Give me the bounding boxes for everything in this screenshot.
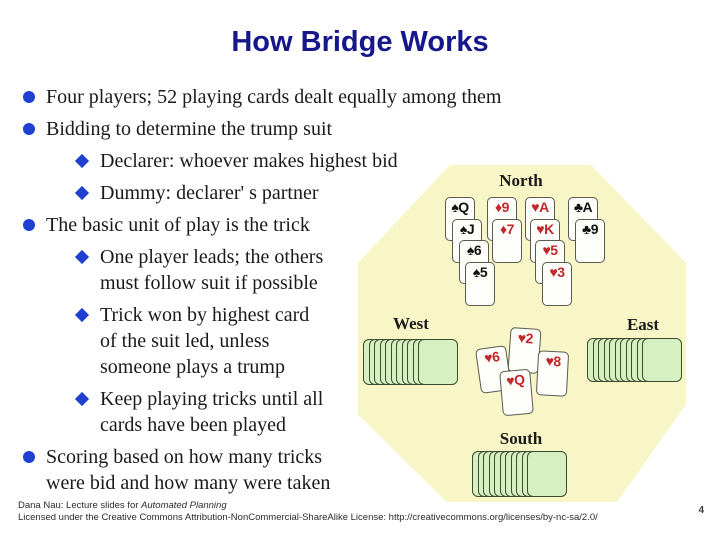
bullet-text: Declarer: whoever makes highest bid xyxy=(100,150,398,172)
card-label: ♥3 xyxy=(549,264,565,280)
card-label: ♥Q xyxy=(505,371,526,389)
page-number: 4 xyxy=(698,505,704,516)
footer-attribution: Dana Nau: Lecture slides for Automated P… xyxy=(18,500,658,524)
card-stack-south xyxy=(472,451,567,497)
bullet-text: Bidding to determine the trump suit xyxy=(46,118,333,140)
circle-bullet-icon xyxy=(23,91,35,103)
diamond-bullet-icon xyxy=(74,249,90,265)
card-stack-west xyxy=(363,339,465,385)
seat-label-west: West xyxy=(393,314,429,333)
face-down-card xyxy=(418,339,458,385)
footer-line1-prefix: Dana Nau: Lecture slides for xyxy=(18,500,142,511)
sub-bullet-item: Declarer: whoever makes highest bid xyxy=(20,148,420,174)
bullet-text: Trick won by highest card xyxy=(100,304,310,326)
card-label: ♦9 xyxy=(495,199,509,215)
card-label: ♠Q xyxy=(451,199,469,215)
seat-label-north: North xyxy=(499,171,543,190)
card-label: ♥K xyxy=(536,221,554,237)
playing-card: ♥8 xyxy=(535,350,570,397)
card-label: ♥5 xyxy=(542,242,558,258)
playing-card: ♥3 xyxy=(542,262,572,306)
bullet-text: Dummy: declarer' s partner xyxy=(100,182,319,204)
card-stack-east xyxy=(587,338,682,382)
bullet-text: someone plays a trump xyxy=(100,356,285,378)
bullet-text: Scoring based on how many tricks xyxy=(46,446,323,468)
footer-line1-italic: Automated Planning xyxy=(141,500,227,511)
bullet-text: Four players; 52 playing cards dealt equ… xyxy=(46,86,502,108)
playing-card: ♥Q xyxy=(499,368,534,417)
playing-card: ♣9 xyxy=(575,219,605,263)
card-label: ♥2 xyxy=(517,329,534,347)
card-label: ♠6 xyxy=(466,242,482,258)
circle-bullet-icon xyxy=(23,123,35,135)
face-down-card xyxy=(642,338,682,382)
diamond-bullet-icon xyxy=(74,391,90,407)
circle-bullet-icon xyxy=(23,219,35,231)
seat-label-east: East xyxy=(626,315,660,334)
playing-card: ♠5 xyxy=(465,262,495,306)
sub-bullet-item: Keep playing tricks until all cards have… xyxy=(20,386,420,438)
bullet-list: Four players; 52 playing cards dealt equ… xyxy=(20,84,502,502)
bullet-text: of the suit led, unless xyxy=(100,330,270,352)
bullet-text: Keep playing tricks until all xyxy=(100,388,324,410)
bullet-item: Four players; 52 playing cards dealt equ… xyxy=(20,84,502,110)
sub-bullet-item: Trick won by highest card of the suit le… xyxy=(20,302,420,380)
card-label: ♣A xyxy=(573,199,593,215)
diamond-bullet-icon xyxy=(74,307,90,323)
face-down-card xyxy=(527,451,567,497)
playing-card: ♦7 xyxy=(492,219,522,263)
card-label: ♦7 xyxy=(500,221,514,237)
bullet-item: Bidding to determine the trump suit xyxy=(20,116,420,142)
diamond-bullet-icon xyxy=(74,185,90,201)
diamond-bullet-icon xyxy=(74,153,90,169)
card-label: ♣9 xyxy=(582,221,598,237)
card-label: ♥A xyxy=(531,199,549,215)
bullet-text: must follow suit if possible xyxy=(100,272,318,294)
bullet-text: were bid and how many were taken xyxy=(46,472,331,494)
bullet-item: Scoring based on how many tricks were bi… xyxy=(20,444,420,496)
circle-bullet-icon xyxy=(23,451,35,463)
seat-label-south: South xyxy=(499,429,543,448)
sub-bullet-item: Dummy: declarer' s partner xyxy=(20,180,420,206)
card-label: ♥6 xyxy=(483,348,501,367)
bullet-text: cards have been played xyxy=(100,414,287,436)
bullet-text: One player leads; the others xyxy=(100,246,324,268)
slide-title: How Bridge Works xyxy=(231,26,489,58)
sub-bullet-item: One player leads; the others must follow… xyxy=(20,244,420,296)
bullet-text: The basic unit of play is the trick xyxy=(46,214,310,236)
footer-line2: Licensed under the Creative Commons Attr… xyxy=(18,512,598,523)
card-label: ♠5 xyxy=(472,264,488,280)
card-label: ♥8 xyxy=(545,352,562,370)
bullet-item: The basic unit of play is the trick xyxy=(20,212,420,238)
card-label: ♠J xyxy=(459,221,475,237)
footer-line1: Dana Nau: Lecture slides for Automated P… xyxy=(18,500,658,512)
